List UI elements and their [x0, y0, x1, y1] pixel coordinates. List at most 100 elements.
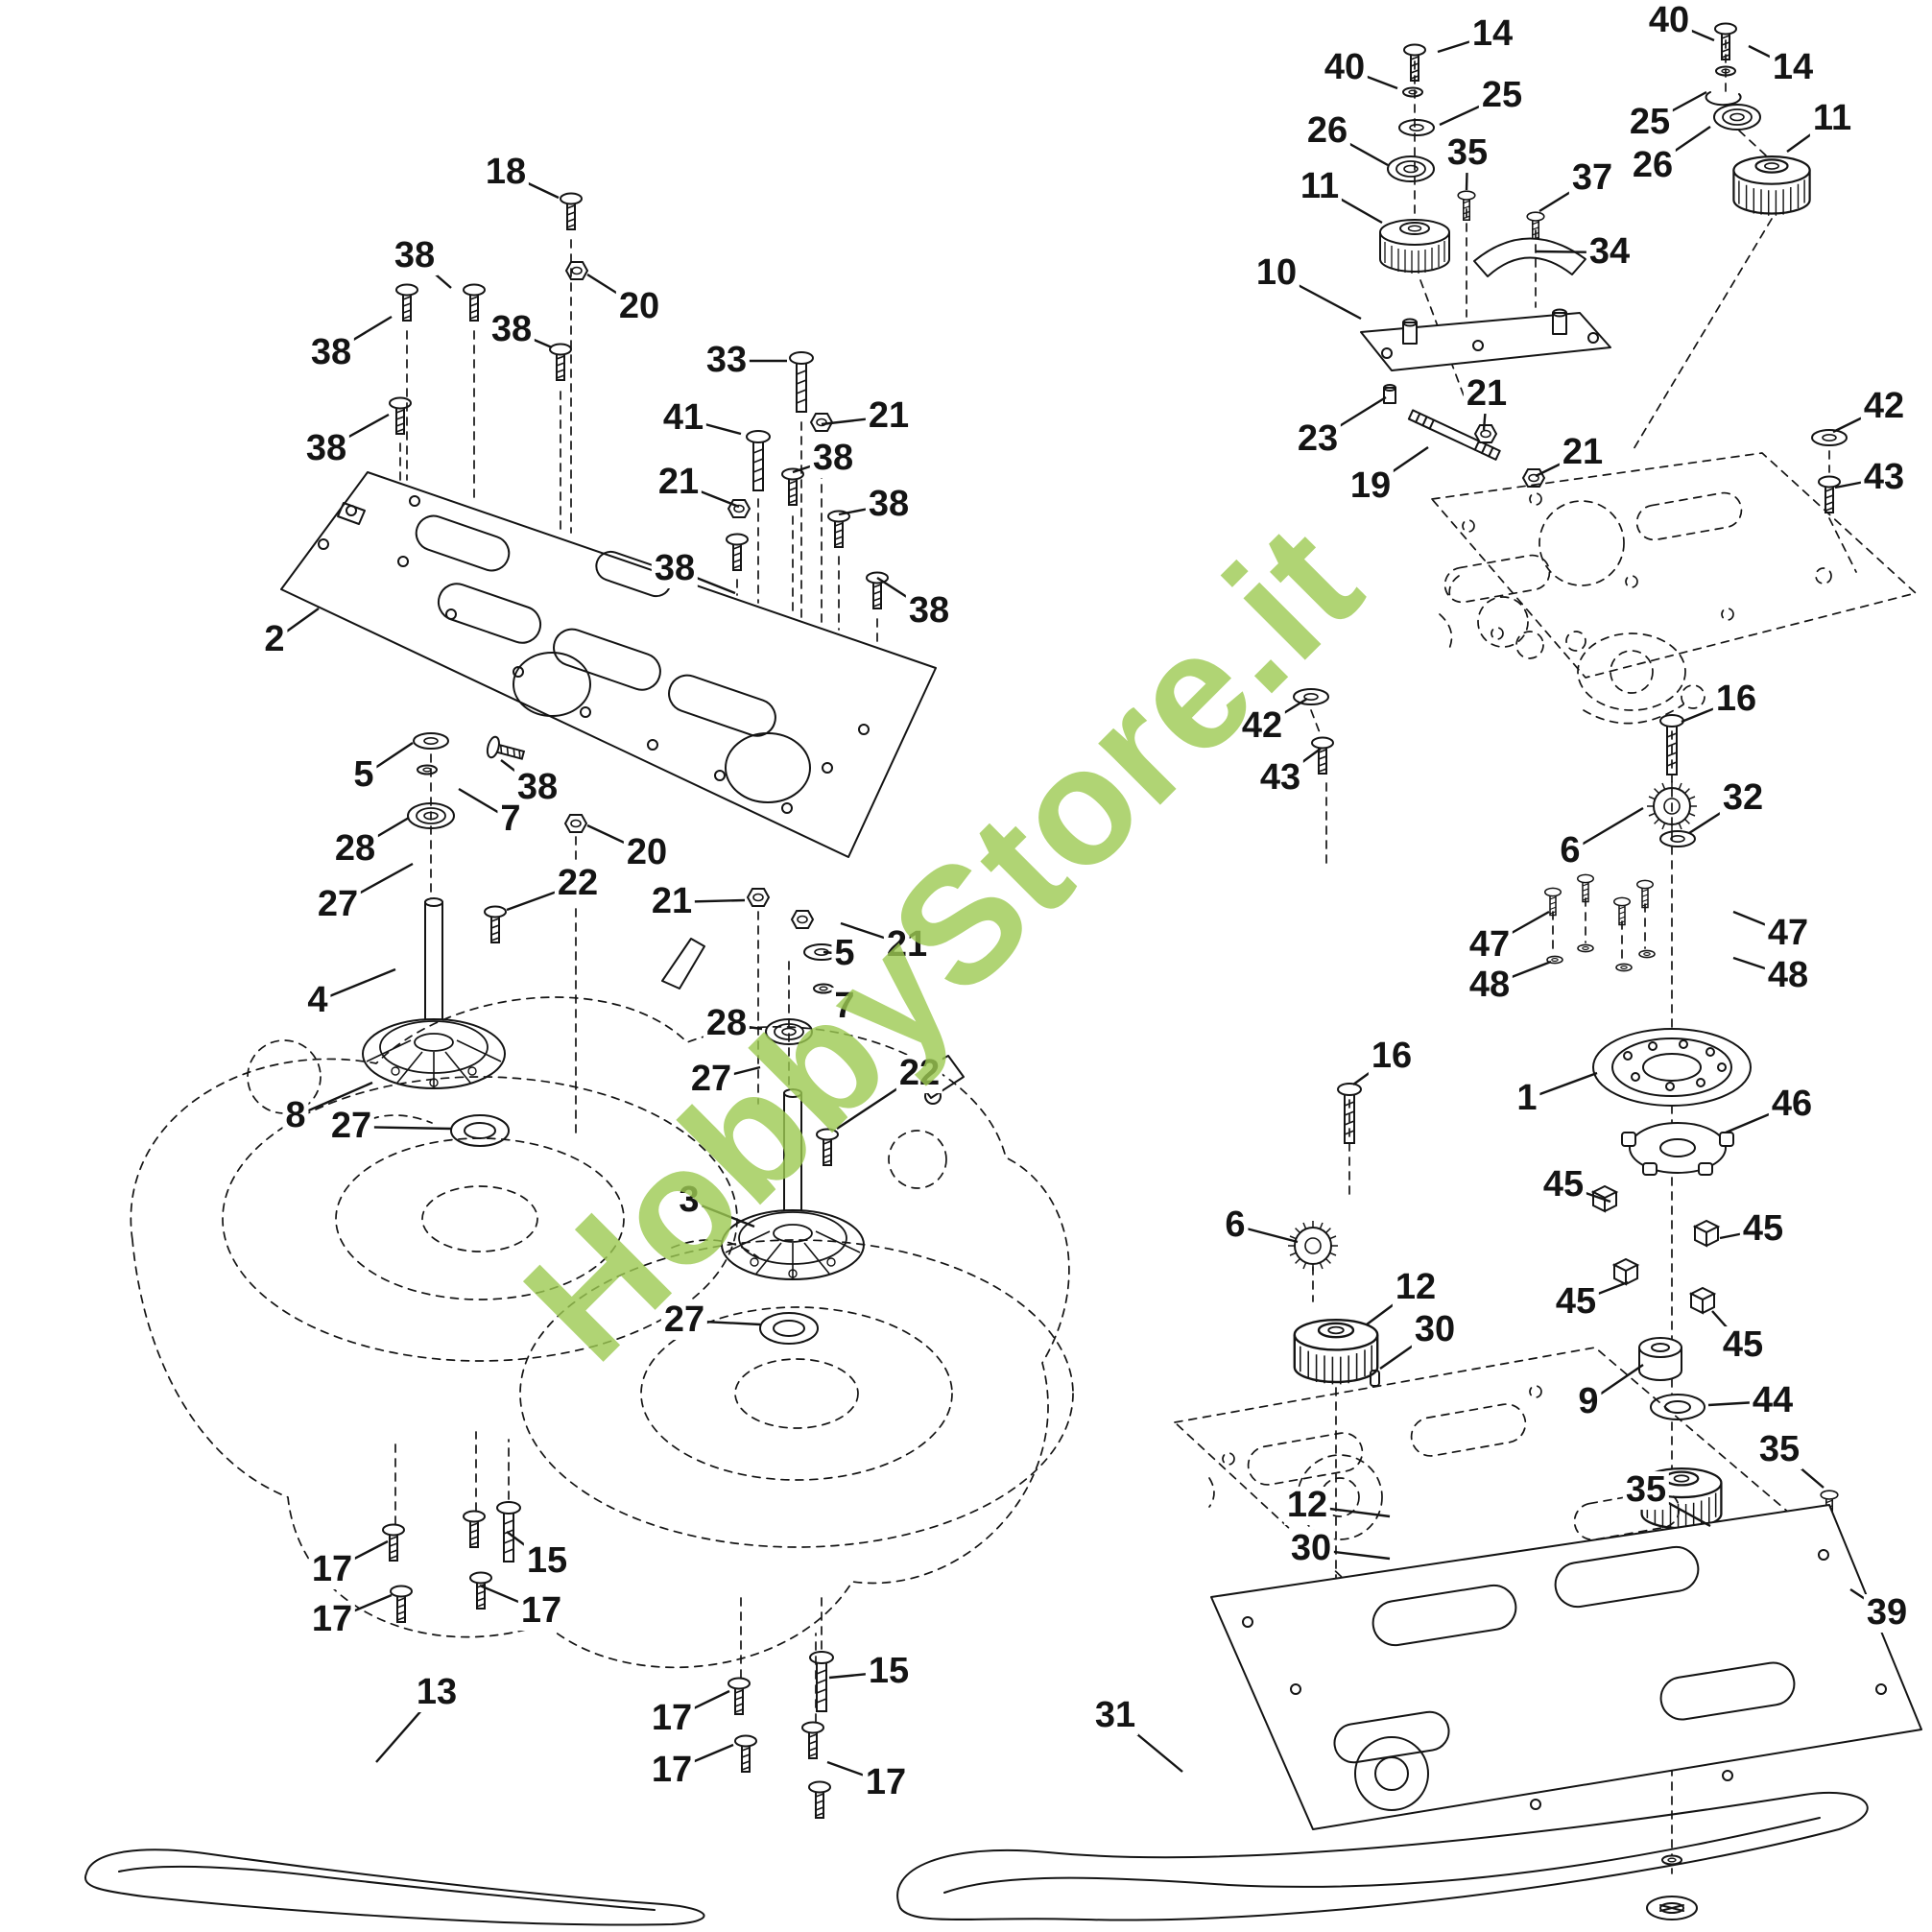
callout-label: 42	[1238, 706, 1286, 746]
callout-label: 22	[554, 864, 602, 903]
callout-label: 38	[809, 439, 857, 478]
callout-label: 27	[314, 885, 362, 924]
callout-label: 21	[655, 463, 703, 502]
washer-screw-42-43	[1293, 688, 1334, 865]
callout-label: 45	[1739, 1209, 1787, 1249]
callout-label: 27	[687, 1060, 735, 1099]
callout-label: 45	[1719, 1325, 1767, 1365]
belt-31	[896, 1791, 1869, 1921]
pulley-plate-1	[1592, 1028, 1752, 1107]
callout-label: 26	[1303, 111, 1351, 151]
callout-label: 12	[1392, 1268, 1440, 1307]
callout-label: 5	[350, 755, 377, 795]
callout-label: 39	[1863, 1593, 1911, 1633]
spindle-hardware-left	[407, 732, 840, 1208]
callout-label: 14	[1769, 48, 1817, 87]
callout-label: 20	[623, 833, 671, 872]
callout-label: 47	[1764, 914, 1812, 953]
callout-label: 38	[865, 485, 913, 524]
callout-label: 25	[1478, 76, 1526, 115]
idler-bracket-10	[1360, 308, 1611, 371]
callout-label: 30	[1287, 1529, 1335, 1568]
callout-label: 6	[1222, 1205, 1249, 1245]
callout-label: 40	[1645, 1, 1693, 40]
callout-label: 17	[648, 1699, 696, 1738]
callout-label: 18	[482, 153, 530, 192]
spindle-assembly-right	[721, 1088, 865, 1345]
callout-label: 43	[1860, 458, 1908, 497]
callout-label: 31	[1091, 1696, 1139, 1735]
callout-label: 34	[1586, 232, 1634, 272]
callout-label: 38	[307, 333, 355, 372]
callout-label: 35	[1443, 133, 1491, 173]
callout-label: 17	[648, 1751, 696, 1790]
callout-label: 48	[1466, 966, 1514, 1005]
callout-label: 25	[1626, 103, 1674, 142]
callout-label: 27	[327, 1107, 375, 1146]
hub-9	[1638, 1337, 1682, 1381]
callout-label: 26	[1629, 146, 1677, 185]
top-left-fasteners	[389, 192, 889, 644]
callout-label: 11	[1809, 99, 1855, 138]
callout-label: 22	[895, 1054, 943, 1093]
callout-label: 43	[1256, 758, 1304, 798]
callout-label: 45	[1552, 1282, 1600, 1322]
coupler-46	[1621, 1122, 1734, 1176]
callout-label: 9	[1575, 1382, 1602, 1421]
callout-label: 38	[651, 549, 699, 588]
callout-label: 32	[1719, 778, 1767, 818]
callout-label: 13	[413, 1673, 461, 1712]
callout-label: 46	[1768, 1085, 1816, 1124]
callout-label: 1	[1514, 1079, 1540, 1118]
callout-label: 44	[1749, 1381, 1797, 1420]
deck-mount-fasteners	[382, 1431, 834, 1819]
callout-label: 45	[1539, 1165, 1587, 1205]
callout-label: 33	[703, 341, 751, 380]
callout-label: 16	[1712, 680, 1760, 719]
callout-label: 21	[648, 882, 696, 921]
callout-label: 15	[865, 1652, 913, 1691]
belt-13	[83, 1849, 705, 1926]
callout-label: 28	[331, 829, 379, 869]
callout-label: 17	[308, 1550, 356, 1589]
bottom-plate	[1210, 1504, 1922, 1830]
callout-label: 21	[1463, 374, 1511, 414]
callout-label: 35	[1622, 1470, 1670, 1510]
callout-label: 2	[261, 620, 288, 659]
callout-label: 8	[282, 1096, 309, 1135]
callout-label: 19	[1347, 466, 1395, 506]
callout-label: 38	[302, 429, 350, 468]
callout-label: 47	[1466, 925, 1514, 965]
callout-label: 27	[660, 1300, 708, 1340]
callout-label: 21	[865, 396, 913, 436]
callout-label: 38	[391, 236, 439, 275]
callout-label: 41	[659, 398, 707, 438]
callout-label: 5	[831, 934, 858, 973]
callout-label: 3	[676, 1181, 703, 1220]
callout-label: 40	[1321, 48, 1369, 87]
callout-label: 28	[703, 1004, 751, 1043]
frame-plate-ghost-upper	[1431, 452, 1917, 725]
callout-label: 17	[862, 1763, 910, 1802]
callout-label: 21	[883, 925, 931, 965]
bracket-hardware	[1457, 190, 1586, 318]
callout-label: 30	[1411, 1310, 1459, 1349]
callout-label: 48	[1764, 956, 1812, 995]
callout-label: 17	[517, 1591, 565, 1631]
callout-label: 4	[304, 981, 331, 1020]
callout-label: 11	[1297, 167, 1343, 206]
callout-label: 7	[831, 987, 858, 1026]
callout-label: 7	[497, 799, 524, 839]
callout-label: 12	[1283, 1486, 1331, 1525]
callout-label: 6	[1557, 831, 1584, 871]
callout-label: 20	[615, 287, 663, 326]
callout-label: 37	[1568, 158, 1616, 198]
callout-label: 14	[1468, 14, 1516, 54]
belt-cover-plate	[280, 471, 937, 858]
spring-rod-19	[1383, 384, 1857, 573]
callout-label: 38	[905, 591, 953, 631]
callout-label: 10	[1252, 253, 1300, 293]
callout-label: 23	[1294, 419, 1342, 459]
